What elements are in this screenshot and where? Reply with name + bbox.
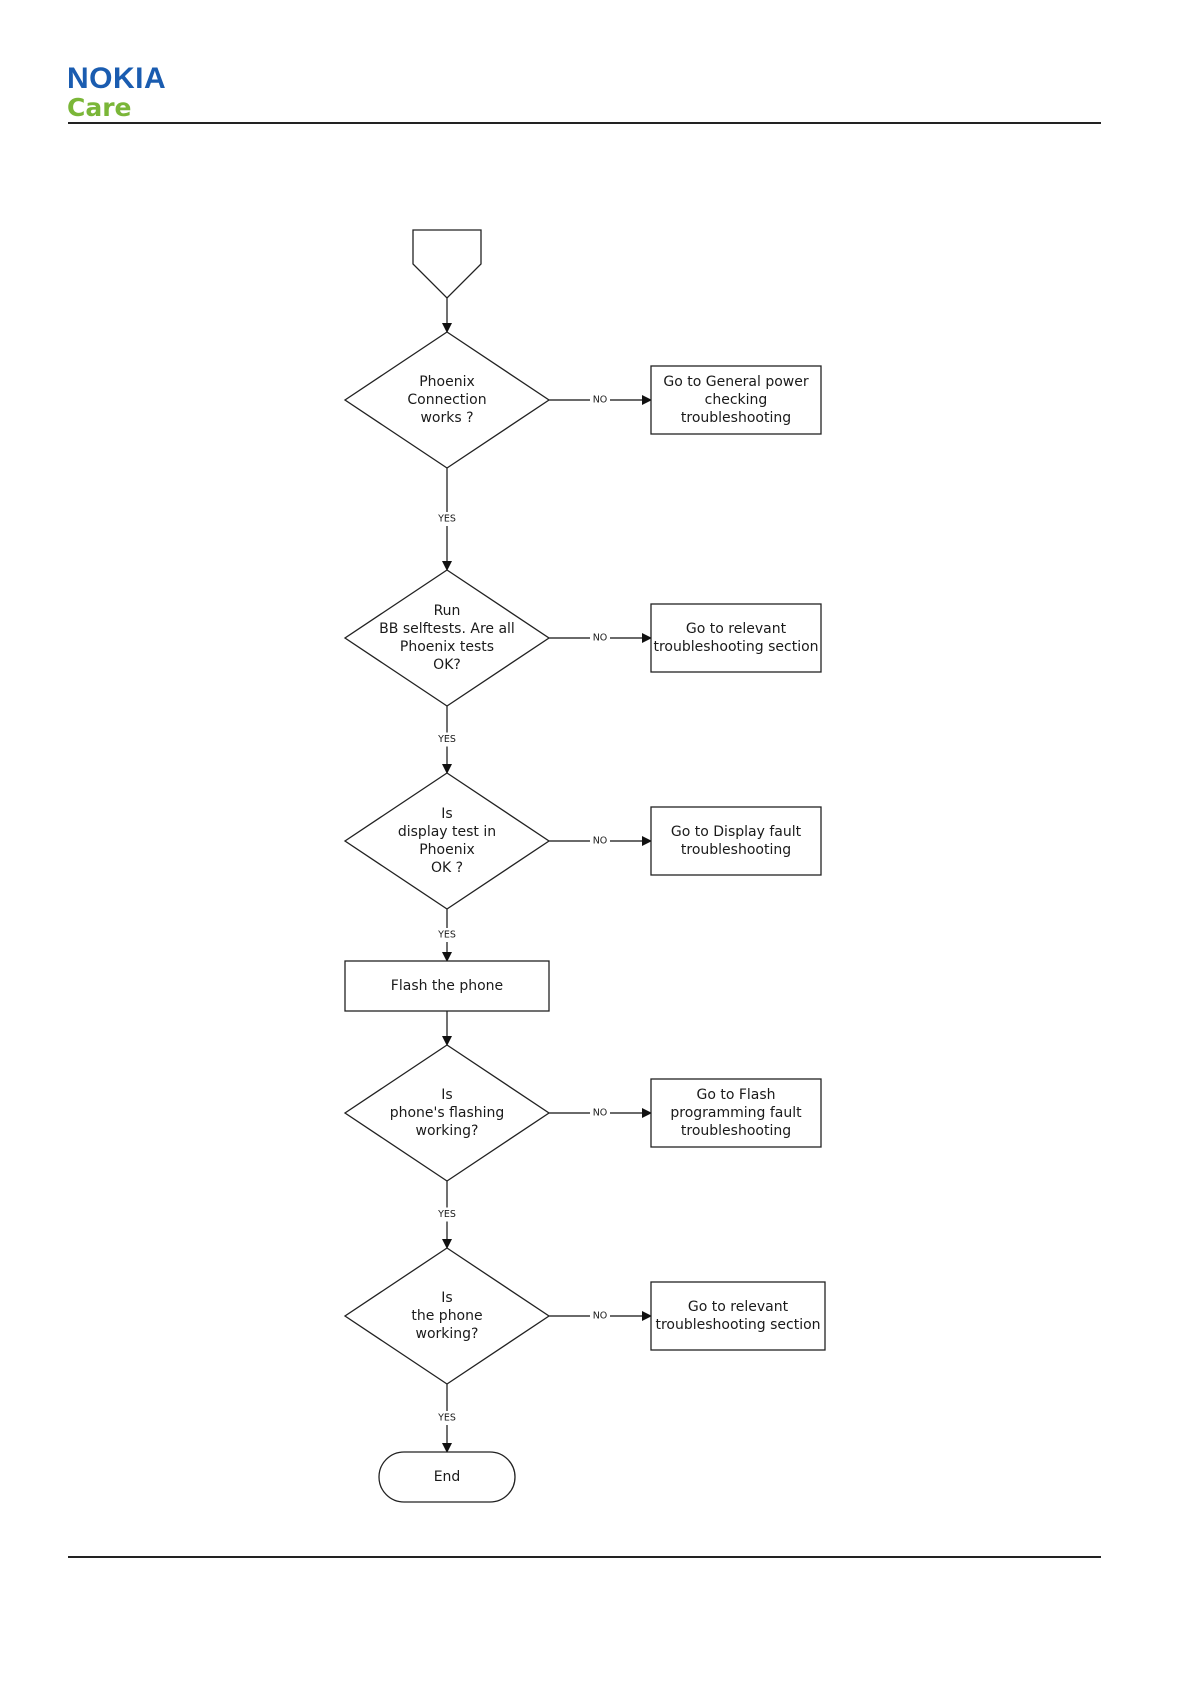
node-label-line: troubleshooting — [681, 842, 791, 858]
edge-label-background — [590, 631, 610, 645]
edge-label: NO — [593, 395, 608, 406]
decision-diamond — [343, 331, 551, 469]
edge-q-phoenix-connection-to-a-general-power: NO — [549, 393, 652, 407]
node-label-line: phone's flashing — [390, 1105, 505, 1121]
node-label-line: Is — [441, 806, 452, 822]
node-label-line: Phoenix — [419, 374, 475, 390]
node-label-line: programming fault — [670, 1105, 802, 1121]
edge-q-bb-selftests-to-a-relevant-1: NO — [549, 631, 652, 645]
node-label-line: BB selftests. Are all — [379, 621, 515, 637]
decision-diamond — [343, 772, 551, 910]
edge-q-phoenix-connection-to-q-bb-selftests: YES — [435, 468, 459, 571]
node-label-line: working? — [416, 1123, 479, 1139]
node-start — [412, 229, 482, 299]
edge-label: YES — [437, 514, 456, 525]
edge-label: YES — [437, 734, 456, 745]
edge-label-background — [590, 1309, 610, 1323]
node-label-line: troubleshooting — [681, 1123, 791, 1139]
edge-label-background — [435, 512, 459, 526]
node-label-line: the phone — [411, 1308, 482, 1324]
terminal-shape — [378, 1451, 516, 1503]
process-box — [650, 365, 822, 435]
decision-diamond — [343, 1044, 551, 1182]
edge-q-flashing-working-to-a-flash-programming: NO — [549, 1106, 652, 1120]
node-q-display-test: Is display test in Phoenix OK ? — [343, 772, 551, 910]
node-label-line: Go to Display fault — [671, 824, 802, 840]
node-label-line: Connection — [407, 392, 486, 408]
edge-label-background — [435, 928, 459, 942]
node-p-flash-phone: Flash the phone — [344, 960, 550, 1012]
node-label-line: Run — [434, 603, 461, 619]
node-a-display-fault: Go to Display fault troubleshooting — [650, 806, 822, 876]
brand-name: NOKIA — [67, 62, 167, 95]
edge-q-bb-selftests-to-q-display-test: YES — [435, 706, 459, 774]
node-label-line: works ? — [420, 410, 473, 426]
process-box — [650, 603, 822, 673]
decision-diamond — [343, 1247, 551, 1385]
edge-q-display-test-to-p-flash-phone: YES — [435, 909, 459, 962]
node-label-line: Phoenix tests — [400, 639, 494, 655]
footer-rule — [68, 1556, 1101, 1558]
node-a-relevant-1: Go to relevant troubleshooting section — [650, 603, 822, 673]
process-box — [650, 1281, 826, 1351]
edge-label-background — [590, 834, 610, 848]
node-label-line: End — [434, 1469, 461, 1485]
edge-label: YES — [437, 930, 456, 941]
edge-label-background — [590, 393, 610, 407]
node-label-line: Go to Flash — [696, 1087, 775, 1103]
node-q-phone-working: Is the phone working? — [343, 1247, 551, 1385]
process-box — [650, 806, 822, 876]
edge-label: NO — [593, 1108, 608, 1119]
edge-label-background — [590, 1106, 610, 1120]
edge-label: NO — [593, 836, 608, 847]
edge-q-flashing-working-to-q-phone-working: YES — [435, 1181, 459, 1249]
header-rule — [68, 122, 1101, 124]
node-label-line: troubleshooting section — [653, 639, 818, 655]
node-label-line: checking — [705, 392, 768, 408]
node-label-line: Go to relevant — [686, 621, 787, 637]
edge-label-background — [435, 732, 459, 747]
edge-label: YES — [437, 1413, 456, 1424]
node-end: End — [378, 1451, 516, 1503]
edge-q-display-test-to-a-display-fault: NO — [549, 834, 652, 848]
node-label-line: Go to General power — [663, 374, 809, 390]
node-label-line: working? — [416, 1326, 479, 1342]
node-label-line: Is — [441, 1087, 452, 1103]
edge-label-background — [435, 1411, 459, 1425]
node-label-line: OK ? — [431, 860, 463, 876]
node-a-general-power: Go to General power checking troubleshooti… — [650, 365, 822, 435]
node-label-line: Flash the phone — [391, 978, 503, 994]
edge-q-phone-working-to-a-relevant-2: NO — [549, 1309, 652, 1323]
node-label-line: OK? — [433, 657, 461, 673]
offpage-connector-shape — [412, 229, 482, 299]
edge-label: NO — [593, 633, 608, 644]
node-label-line: Go to relevant — [688, 1299, 789, 1315]
nokia-care-logo: NOKIA Care — [67, 64, 166, 122]
process-box — [650, 1078, 822, 1148]
node-label-line: Is — [441, 1290, 452, 1306]
edge-label: NO — [593, 1311, 608, 1322]
node-a-flash-programming: Go to Flash programming fault troubleshoot… — [650, 1078, 822, 1148]
decision-diamond — [343, 569, 551, 707]
node-label-line: display test in — [398, 824, 496, 840]
edge-q-phone-working-to-end: YES — [435, 1384, 459, 1453]
edge-label: YES — [437, 1209, 456, 1220]
node-a-relevant-2: Go to relevant troubleshooting section — [650, 1281, 826, 1351]
node-label-line: troubleshooting — [681, 410, 791, 426]
process-box — [344, 960, 550, 1012]
node-label-line: troubleshooting section — [655, 1317, 820, 1333]
node-q-flashing-working: Is phone's flashing working? — [343, 1044, 551, 1182]
sub-brand-name: Care — [67, 93, 132, 122]
edge-label-background — [435, 1207, 459, 1222]
node-label-line: Phoenix — [419, 842, 475, 858]
